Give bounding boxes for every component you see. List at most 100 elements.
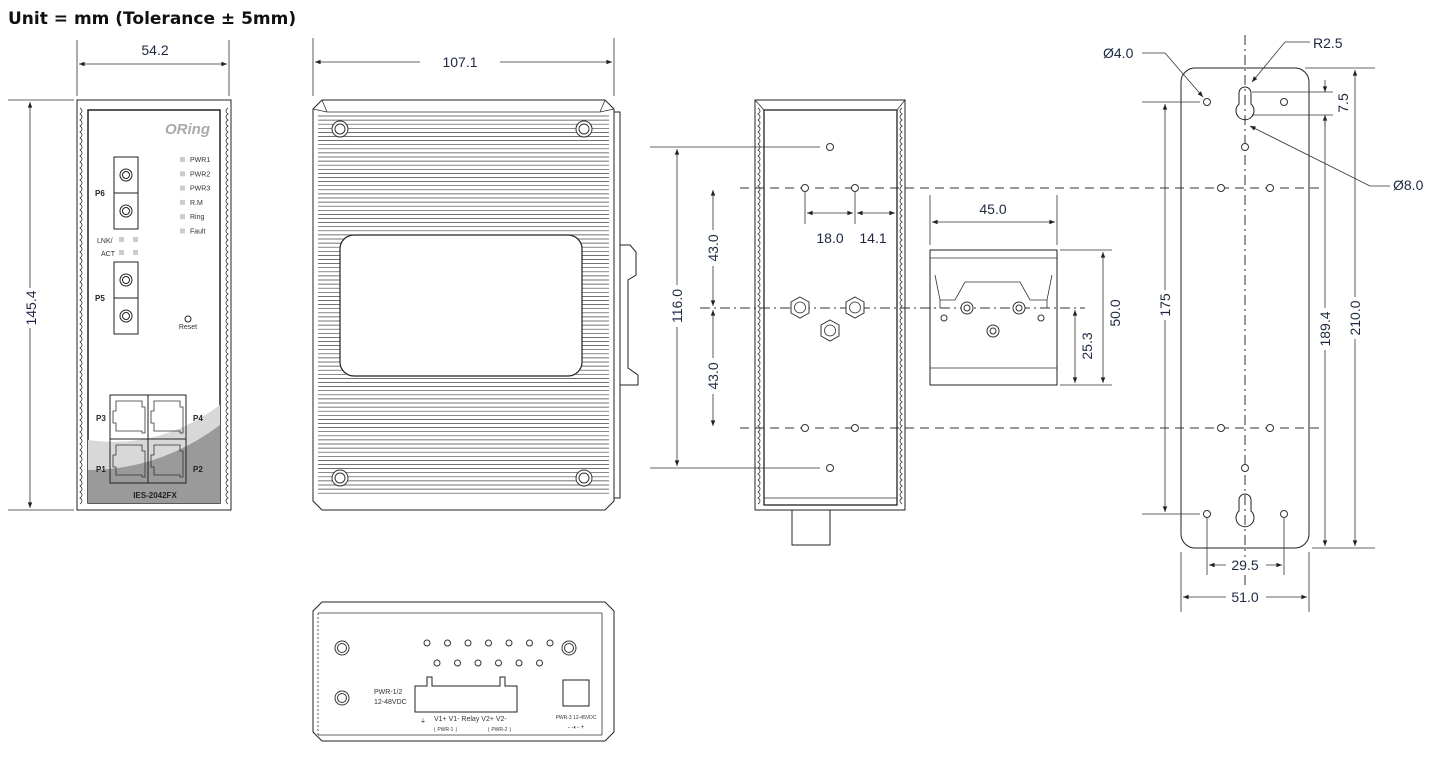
pin: [536, 659, 543, 667]
led-ring: [180, 214, 185, 220]
port-label-p3: P3: [96, 414, 106, 423]
port-label-p4: P4: [193, 414, 203, 423]
led-label: PWR3: [190, 186, 210, 193]
bottom-view: PWR-1/2 12-48VDC ⏚ V1+ V1- Relay V2+ V2-…: [312, 601, 615, 742]
pwr2-bracket: ⌊ PWR-2 ⌋: [488, 727, 511, 733]
side-fins: [757, 107, 903, 505]
led-label: PWR1: [190, 157, 210, 164]
pin: [526, 639, 533, 647]
led-pwr1: [180, 157, 185, 162]
side-holes: [790, 143, 865, 472]
front-fins: [79, 107, 229, 505]
dim-29-5: 29.5: [1231, 557, 1258, 573]
dim-116: 116.0: [669, 289, 685, 323]
led-act-1: [119, 250, 124, 255]
db-pins: [423, 639, 554, 667]
led-pwr3: [180, 185, 185, 191]
pin: [433, 659, 441, 667]
port-label-p2: P2: [193, 465, 203, 474]
act-label: ACT: [101, 251, 116, 258]
label-window: [339, 234, 583, 377]
side-view: 116.0 43.0 43.0 18.0 14.1: [650, 99, 1325, 546]
pwr12-label: PWR-1/2: [374, 689, 403, 696]
pwr12-voltage: 12-48VDC: [374, 699, 407, 706]
reset-label: Reset: [179, 324, 197, 331]
oring-logo: ORing: [165, 121, 210, 138]
keyhole-bottom: [1235, 493, 1255, 528]
pin: [495, 659, 502, 667]
pin: [464, 639, 472, 647]
pin: [423, 639, 431, 647]
pin: [474, 659, 482, 667]
keyhole-top: [1235, 86, 1255, 121]
dim-189-4: 189.4: [1317, 311, 1333, 346]
led-lnk-1: [119, 237, 124, 242]
dim-front-width: 54.2: [141, 42, 168, 58]
led-label: Ring: [190, 214, 205, 221]
dim-din-width: 45.0: [979, 201, 1006, 217]
pin: [515, 659, 523, 667]
terminal-block: [414, 676, 518, 713]
pwr3-label: PWR-3 12-45VDC: [556, 715, 597, 721]
dim-7-5: 7.5: [1335, 93, 1351, 113]
fin-edge-left: [757, 107, 761, 505]
pwr1-bracket: ⌊ PWR-1 ⌋: [434, 727, 457, 733]
polarity-symbol: - -◐- +: [568, 725, 585, 731]
terminal-labels: V1+ V1- Relay V2+ V2-: [434, 716, 507, 723]
fiber-port-p6: [113, 156, 139, 230]
fin-edge-right: [899, 107, 903, 505]
led-label: Fault: [190, 229, 206, 236]
led-label: PWR2: [190, 171, 210, 178]
callout-hole-4: Ø4.0: [1103, 45, 1134, 61]
dim-51: 51.0: [1231, 589, 1258, 605]
led-rm: [180, 199, 185, 205]
din-rail-bracket: 45.0 50.0 25.3: [929, 195, 1123, 386]
led-lnk-2: [133, 237, 138, 242]
unit-title: Unit = mm (Tolerance ± 5mm): [8, 9, 296, 29]
led-label: R.M: [190, 200, 203, 207]
pin: [505, 639, 513, 647]
dim-front-height: 145.4: [23, 290, 39, 325]
dim-14: 14.1: [859, 230, 886, 246]
dim-din-center: 25.3: [1079, 332, 1095, 359]
led-pwr2: [180, 171, 185, 177]
model-label: IES-2042FX: [133, 491, 177, 500]
callout-hole-8: Ø8.0: [1393, 177, 1424, 193]
plate-outline: [1180, 67, 1310, 549]
wall-mount-plate: Ø4.0 R2.5 Ø8.0 175 7.5 189.4 210.0 29.5 …: [1103, 35, 1424, 612]
dim-18: 18.0: [816, 230, 843, 246]
lnk-label: LNK/: [97, 238, 113, 245]
pin: [546, 639, 554, 647]
port-label-p5: P5: [95, 294, 105, 303]
dim-43-upper: 43.0: [705, 234, 721, 261]
reset-button[interactable]: [184, 315, 192, 323]
pin: [444, 639, 451, 647]
heatsink-outline: [312, 99, 615, 511]
fiber-port-p5: [113, 261, 139, 335]
power-jack: [562, 679, 590, 707]
heatsink-view: 107.1: [312, 38, 639, 511]
fin-edge-left: [79, 107, 83, 505]
dim-heatsink-width: 107.1: [442, 54, 477, 70]
led-act-2: [133, 250, 138, 255]
dim-din-height: 50.0: [1107, 299, 1123, 326]
dim-43-lower: 43.0: [705, 362, 721, 389]
plate-holes: [1203, 98, 1288, 518]
dim-210: 210.0: [1347, 300, 1363, 335]
heatsink-screws: [331, 120, 593, 487]
ground-symbol: ⏚: [420, 718, 426, 725]
connector-stub: [791, 509, 831, 546]
fin-edge-right: [225, 107, 229, 505]
front-outline: [76, 99, 232, 511]
port-label-p1: P1: [96, 465, 106, 474]
rj45-ports: [109, 394, 187, 484]
pin: [485, 639, 492, 647]
din-clip-profile: [614, 111, 639, 499]
led-fault: [180, 228, 185, 234]
port-label-p6: P6: [95, 189, 105, 198]
pin: [454, 659, 461, 667]
callout-radius: R2.5: [1313, 35, 1343, 51]
